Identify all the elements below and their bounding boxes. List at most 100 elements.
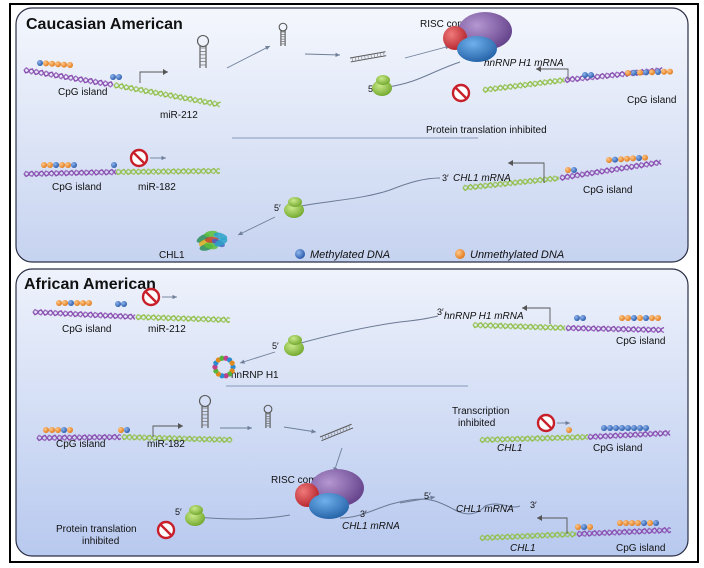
unmethylated-cpg xyxy=(637,315,643,321)
protein-inhibited-line1: Protein translation xyxy=(56,524,137,535)
five-prime-label: 5′ xyxy=(368,84,375,94)
chl1-gene-label: CHL1 xyxy=(497,443,523,454)
base-pair xyxy=(361,55,363,60)
unmethylated-cpg xyxy=(618,156,624,163)
methylated-cpg xyxy=(580,315,586,321)
arrow-head xyxy=(508,160,513,166)
methylated-cpg xyxy=(655,69,661,75)
protein-helix xyxy=(203,242,218,250)
unmethylated-cpg xyxy=(630,155,636,162)
panel-title-african: African American xyxy=(24,276,156,293)
base-pair xyxy=(327,433,330,438)
pre-mirna-hairpin xyxy=(201,406,209,428)
dna-strand xyxy=(482,77,565,93)
unmethylated-cpg xyxy=(649,69,655,76)
arrow-head xyxy=(238,231,243,235)
dna-strand xyxy=(587,430,671,440)
legend-methylated-dna: Methylated DNA xyxy=(310,249,390,261)
protein-subunit xyxy=(213,368,219,374)
methylated-cpg xyxy=(631,69,637,76)
promoter-arrow xyxy=(139,71,168,83)
methylated-cpg xyxy=(625,425,631,431)
dna-strand xyxy=(135,313,231,324)
arrow xyxy=(404,45,451,59)
unmethylated-cpg xyxy=(49,427,55,433)
unmethylated-cpg xyxy=(56,300,62,306)
unmethylated-cpg xyxy=(647,520,653,526)
arrow xyxy=(237,216,276,236)
arrow-head xyxy=(240,359,245,364)
hnrnp-h1-mrna-label: hnRNP H1 mRNA xyxy=(444,311,524,322)
mir-182-label: miR-182 xyxy=(147,439,185,450)
base-pair xyxy=(348,425,351,430)
arrow-head xyxy=(311,429,316,434)
mirna-duplex-strand xyxy=(321,427,354,442)
dna-strand xyxy=(576,526,672,538)
protein-translation-inhibited-label: Protein translation inhibited xyxy=(426,125,547,136)
protein-inhibited-line2: inhibited xyxy=(82,536,119,547)
promoter-arrow xyxy=(536,68,569,80)
methylated-cpg xyxy=(641,520,647,526)
unmethylated-cpg xyxy=(617,520,623,526)
cpg-island-label: CpG island xyxy=(616,336,665,347)
ribosome-small-subunit xyxy=(288,335,302,345)
protein-subunit xyxy=(212,364,218,370)
ribosome-small-subunit xyxy=(288,197,302,207)
base-pair xyxy=(370,54,372,59)
chl1-mrna xyxy=(195,498,521,520)
pre-mirna-hairpin xyxy=(265,412,271,428)
dna-strand xyxy=(576,526,672,537)
methylated-cpg xyxy=(653,520,659,526)
cpg-island-label: CpG island xyxy=(627,95,676,106)
arrow-head xyxy=(172,294,177,300)
base-pair xyxy=(339,428,342,433)
transcription-inhibited-line1: Transcription xyxy=(452,406,509,417)
mir-212-label: miR-212 xyxy=(148,324,186,335)
unmethylated-cpg xyxy=(47,162,53,168)
arrow xyxy=(304,53,341,56)
inhibition-slash xyxy=(539,416,553,430)
mir-212-label: miR-212 xyxy=(160,110,198,121)
methylated-cpg xyxy=(631,315,637,321)
methylated-cpg xyxy=(71,162,77,168)
unmethylated-cpg xyxy=(43,60,49,67)
dna-strand xyxy=(23,67,114,88)
cpg-island-label: CpG island xyxy=(616,543,665,554)
three-prime-label: 3′ xyxy=(530,500,537,510)
protein-translation-inhibited-label: Protein translation inhibited xyxy=(56,524,139,547)
methylated-cpg xyxy=(571,167,577,173)
base-pair xyxy=(379,52,382,57)
rna-molecules xyxy=(195,22,521,520)
arrow-head xyxy=(265,46,270,50)
cpg-island-label: CpG island xyxy=(583,185,632,196)
protein-helix xyxy=(214,238,228,247)
unmethylated-cpg xyxy=(575,524,581,530)
chl1-gene-label: CHL1 xyxy=(510,543,536,554)
inhibition-slash xyxy=(144,290,158,304)
unmethylated-cpg xyxy=(59,162,65,168)
unmethylated-cpg xyxy=(566,427,572,433)
promoter-arrow xyxy=(508,162,545,183)
unmethylated-cpg xyxy=(43,427,49,433)
hnrnp-h1-mrna xyxy=(387,61,461,88)
base-pair xyxy=(321,436,324,441)
base-pair xyxy=(357,56,360,61)
unmethylated-cpg xyxy=(649,315,655,321)
hairpin-loop xyxy=(198,394,212,408)
arrow xyxy=(283,426,317,433)
dna-strand xyxy=(472,321,566,332)
unmethylated-cpg xyxy=(629,520,635,526)
cpg-island-label: CpG island xyxy=(52,182,101,193)
arrow-head xyxy=(178,423,183,429)
unmethylated-cpg xyxy=(624,155,630,162)
methylated-cpg xyxy=(68,300,74,306)
hnrnp-h1-protein-label: hnRNP H1 xyxy=(231,370,279,381)
pre-mirna-hairpin xyxy=(280,30,286,46)
inhibition-slash xyxy=(454,86,468,100)
mir-182-label: miR-182 xyxy=(138,182,176,193)
inhibition-slash xyxy=(132,151,146,165)
unmethylated-cpg xyxy=(61,61,67,68)
dna-strand xyxy=(559,159,662,181)
unmethylated-cpg xyxy=(65,162,71,168)
methylated-cpg xyxy=(619,425,625,431)
